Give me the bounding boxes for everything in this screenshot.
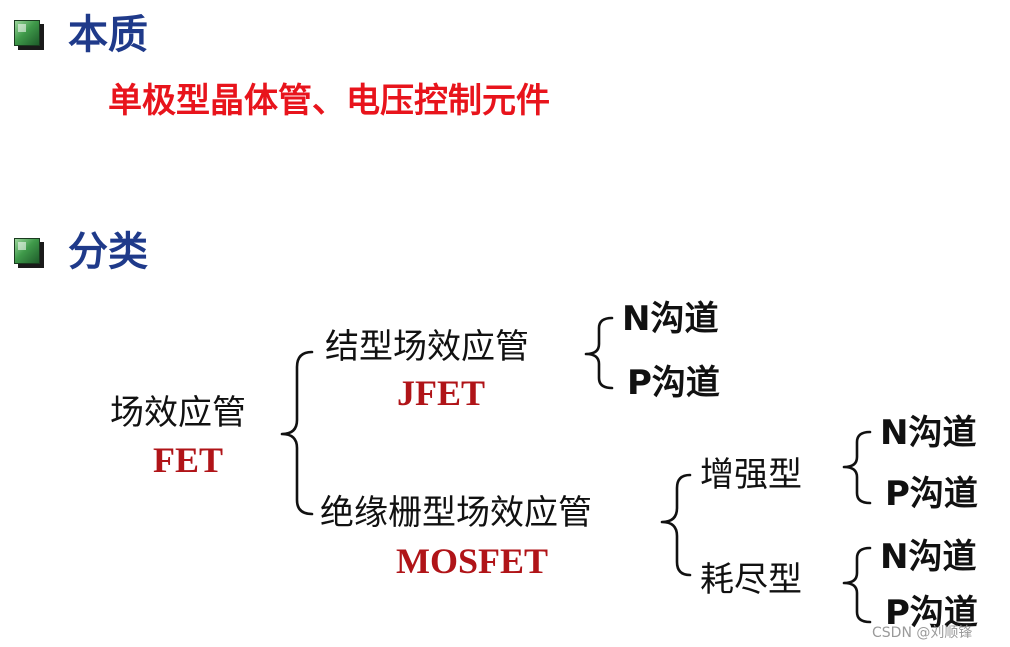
mosfet-node-name: 绝缘栅型场效应管 bbox=[320, 493, 592, 533]
enhancement-leaf-p-channel: P沟道 bbox=[885, 474, 978, 514]
section-title-essence: 本质 bbox=[68, 12, 148, 58]
depletion-node-name: 耗尽型 bbox=[700, 560, 802, 600]
depletion-leaf-p-channel: P沟道 bbox=[885, 593, 978, 633]
jfet-node-abbr: JFET bbox=[397, 373, 486, 413]
root-bracket bbox=[280, 350, 314, 516]
depletion-bracket bbox=[842, 546, 872, 624]
root-node-abbr: FET bbox=[153, 440, 224, 480]
square-bullet-icon bbox=[14, 20, 40, 46]
enhancement-node-name: 增强型 bbox=[700, 455, 802, 495]
square-bullet-icon bbox=[14, 238, 40, 264]
jfet-leaf-n-channel: N沟道 bbox=[622, 299, 719, 339]
mosfet-node-abbr: MOSFET bbox=[396, 541, 549, 581]
enhancement-bracket bbox=[842, 430, 872, 505]
watermark: CSDN @刘顺锋 bbox=[872, 625, 973, 641]
essence-description: 单极型晶体管、电压控制元件 bbox=[108, 81, 550, 121]
jfet-node-name: 结型场效应管 bbox=[325, 327, 529, 367]
mosfet-bracket bbox=[660, 473, 692, 577]
jfet-leaf-p-channel: P沟道 bbox=[627, 363, 720, 403]
root-node-name: 场效应管 bbox=[110, 393, 246, 433]
enhancement-leaf-n-channel: N沟道 bbox=[880, 413, 977, 453]
jfet-bracket bbox=[584, 316, 614, 390]
depletion-leaf-n-channel: N沟道 bbox=[880, 537, 977, 577]
section-title-classification: 分类 bbox=[68, 229, 148, 275]
